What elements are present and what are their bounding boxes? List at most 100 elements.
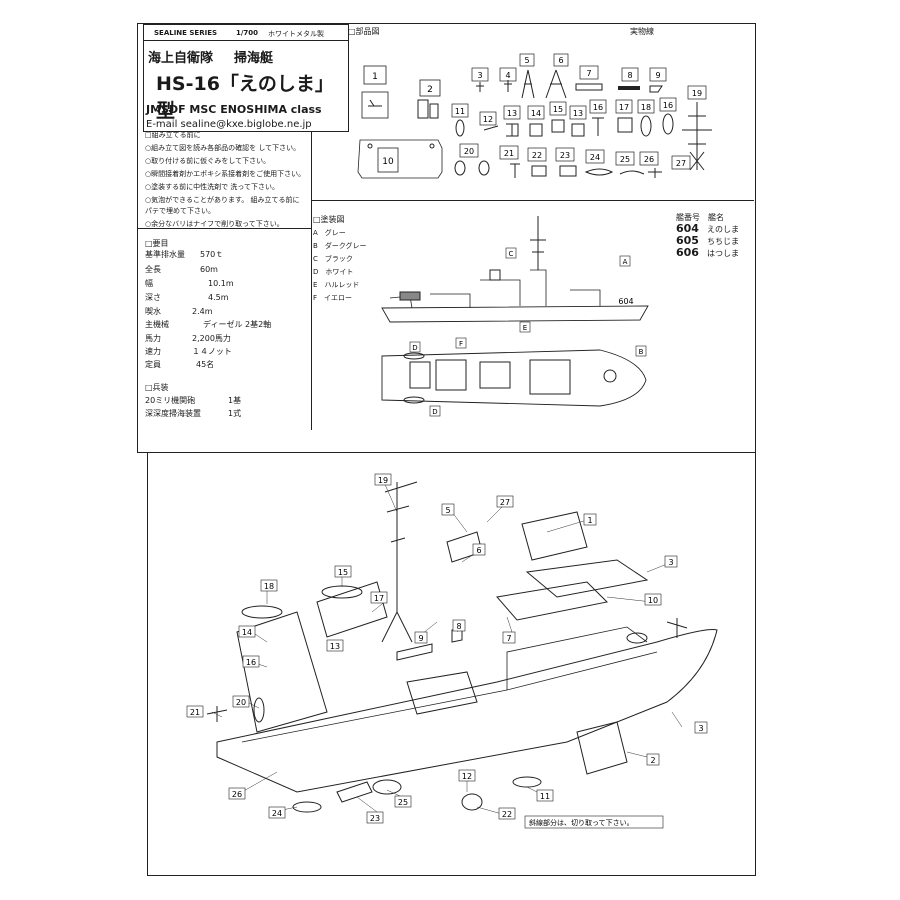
diagram-label-23: 23 (370, 814, 380, 823)
part-2: 2 (417, 79, 441, 119)
diagram-label-3-bottom: 3 (698, 724, 703, 733)
spec-label: 速力 (145, 347, 161, 356)
diagram-label-27: 27 (500, 498, 510, 507)
model-name: HS-16「えのしま」型 (156, 73, 334, 122)
svg-text:8: 8 (627, 71, 632, 80)
assembly-diagram: 19 5 27 1 6 3 10 15 18 17 14 7 9 (186, 473, 718, 829)
spec-label: 全長 (145, 265, 161, 274)
svg-text:27: 27 (676, 159, 686, 168)
svg-text:26: 26 (644, 155, 654, 164)
part-1: 1 (361, 65, 389, 119)
specs-title: □要目 (145, 239, 169, 248)
spec-value: 2.4m (192, 307, 213, 316)
type-title: 掃海艇 (234, 51, 274, 66)
diagram-label-18: 18 (264, 582, 274, 591)
diagram-label-9: 9 (418, 634, 423, 643)
assembly-note-5: ○気泡ができることがあります。 組み立てる前に (145, 196, 300, 204)
painting-drawing: 604 A C E D F B D (381, 216, 649, 417)
assembly-note-2: ○取り付ける前に仮ぐみをして下さい。 (145, 157, 271, 165)
divider-specs (137, 228, 311, 229)
svg-text:3: 3 (477, 71, 482, 80)
svg-text:9: 9 (655, 71, 660, 80)
armament-value: 1基 (228, 396, 242, 405)
ship-list: 艦番号 艦名 604 えのしま 605 ちちじま 606 はつしま (676, 213, 739, 259)
parts-bottom-row: 20 21 22 23 24 25 26 27 (454, 143, 691, 178)
svg-text:4: 4 (505, 71, 510, 80)
ship-row: 604 えのしま (676, 222, 739, 235)
diagram-label-15: 15 (338, 568, 348, 577)
paint-marker-a: A (623, 258, 628, 266)
diagram-label-5: 5 (445, 506, 450, 515)
diagram-label-25: 25 (398, 798, 408, 807)
svg-text:14: 14 (531, 109, 541, 118)
diagram-labels: 19 5 27 1 6 3 10 15 18 17 14 7 9 (186, 473, 708, 824)
parts-mid-row: 11 12 13 14 15 13 16 17 18 16 19 (451, 85, 712, 171)
armament-label: 深深度掃海装置 (145, 409, 201, 418)
assembly-note-1: ○組み立て図を読み各部品の確認を して下さい。 (145, 144, 301, 152)
svg-text:16: 16 (593, 103, 603, 112)
scale-label: 1/700 (236, 29, 259, 37)
diagram-label-19: 19 (378, 476, 388, 485)
lower-sheet-border (147, 452, 756, 876)
diagram-label-17: 17 (374, 594, 384, 603)
diagram-label-14: 14 (242, 628, 252, 637)
spec-label: 馬力 (145, 334, 161, 343)
title-separator (144, 40, 348, 41)
title-block: SEALINE SERIES 1/700 ホワイトメタル製 海上自衛隊 掃海艇 … (143, 24, 349, 132)
svg-text:12: 12 (483, 115, 493, 124)
cut-note: 斜線部分は、切り取って下さい。 (529, 818, 634, 827)
diagram-label-21: 21 (190, 708, 200, 717)
assembly-notes-title: □組み立てる前に (145, 131, 201, 139)
spec-label: 幅 (145, 279, 153, 288)
svg-text:24: 24 (590, 153, 600, 162)
parts-section-title: □部品図 (348, 27, 380, 36)
material-label: ホワイトメタル製 (268, 30, 324, 38)
parts-drawing: 1 2 10 3 4 5 6 (357, 53, 712, 179)
spec-value: １４ノット (192, 347, 232, 356)
diagram-label-3-top: 3 (668, 558, 673, 567)
divider-vertical-top (311, 130, 312, 430)
diagram-label-7: 7 (506, 634, 511, 643)
spec-value: 60m (200, 265, 218, 274)
english-title: JMSDF MSC ENOSHIMA class (146, 103, 322, 116)
spec-value: 2,200馬力 (192, 334, 231, 343)
org-title: 海上自衛隊 (148, 51, 214, 66)
diagram-label-6: 6 (476, 546, 481, 555)
part-label-1: 1 (372, 72, 378, 82)
paint-marker-d-bottom: D (432, 408, 437, 416)
spec-value: 10.1m (208, 279, 234, 288)
svg-text:13: 13 (507, 109, 517, 118)
cut-note-box (524, 815, 664, 829)
part-10: 10 (357, 139, 443, 179)
spec-value: 4.5m (208, 293, 229, 302)
diagram-label-10: 10 (648, 596, 658, 605)
diagram-label-20: 20 (236, 698, 246, 707)
diagram-label-1: 1 (587, 516, 592, 525)
svg-text:21: 21 (504, 149, 514, 158)
svg-text:23: 23 (560, 151, 570, 160)
part-label-10: 10 (382, 157, 394, 167)
diagram-label-22: 22 (502, 810, 512, 819)
series-label: SEALINE SERIES (154, 29, 218, 37)
armament-label: 20ミリ機関砲 (145, 396, 196, 405)
svg-text:13: 13 (573, 109, 583, 118)
paint-marker-c: C (509, 250, 514, 258)
diagram-label-11: 11 (540, 792, 550, 801)
svg-text:11: 11 (455, 107, 465, 116)
assembly-note-7: ○余分なバリはナイフで削り取って下さい。 (145, 220, 284, 228)
assembly-note-6: パテで埋めて下さい。 (145, 207, 215, 215)
assembly-notes: □組み立てる前に ○組み立て図を読み各部品の確認を して下さい。 ○取り付ける前… (145, 131, 309, 229)
armament-title: □兵装 (145, 383, 169, 392)
diagram-label-13: 13 (330, 642, 340, 651)
spec-label: 深さ (145, 293, 161, 302)
svg-text:7: 7 (586, 69, 591, 78)
assembly-note-4: ○塗装する前に中性洗剤で 洗って下さい。 (145, 183, 279, 191)
contact-email: E-mail sealine@kxe.biglobe.ne.jp (146, 119, 312, 130)
mast-assembly (381, 481, 418, 643)
spec-label: 主機械 (145, 320, 169, 329)
parts-scale-note: 実物線 (630, 27, 654, 36)
diagram-label-26: 26 (232, 790, 242, 799)
svg-text:17: 17 (619, 103, 629, 112)
paint-legend: A グレー B ダークグレー C ブラック D ホワイト E ハルレッド F イ… (313, 229, 367, 302)
